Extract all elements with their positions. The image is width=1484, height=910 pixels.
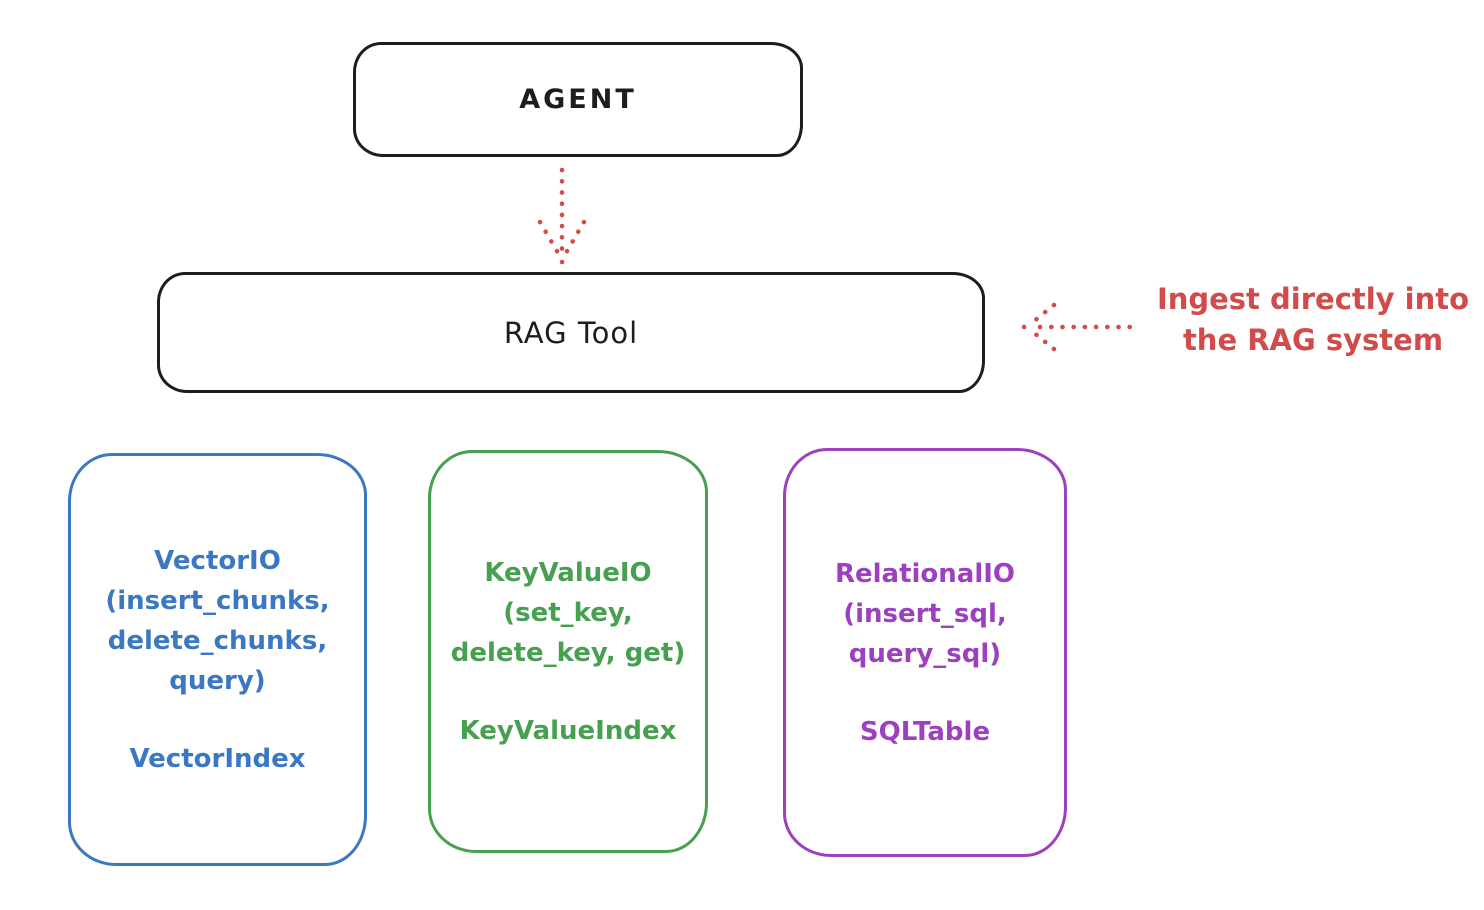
relational-io-node: RelationalIO (insert_sql, query_sql) SQL… — [783, 448, 1067, 857]
vector-io-index-label: VectorIndex — [129, 743, 306, 774]
rag-tool-label: RAG Tool — [503, 315, 639, 350]
rag-tool-node: RAG Tool — [157, 272, 985, 393]
relational-io-index-label: SQLTable — [859, 716, 991, 747]
ingest-annotation: Ingest directly into the RAG system — [1156, 282, 1470, 357]
agent-label: AGENT — [519, 84, 637, 115]
vector-io-methods: VectorIO (insert_chunks, delete_chunks, … — [105, 545, 330, 696]
key-value-io-node: KeyValueIO (set_key, delete_key, get) Ke… — [428, 450, 708, 853]
relational-io-methods: RelationalIO (insert_sql, query_sql) — [834, 558, 1016, 669]
agent-to-rag-arrow-icon — [537, 167, 587, 265]
agent-node: AGENT — [353, 42, 803, 157]
vector-io-node: VectorIO (insert_chunks, delete_chunks, … — [68, 453, 367, 866]
key-value-io-index-label: KeyValueIndex — [459, 715, 677, 746]
key-value-io-methods: KeyValueIO (set_key, delete_key, get) — [450, 557, 686, 668]
ingest-arrow-icon — [1021, 302, 1141, 352]
